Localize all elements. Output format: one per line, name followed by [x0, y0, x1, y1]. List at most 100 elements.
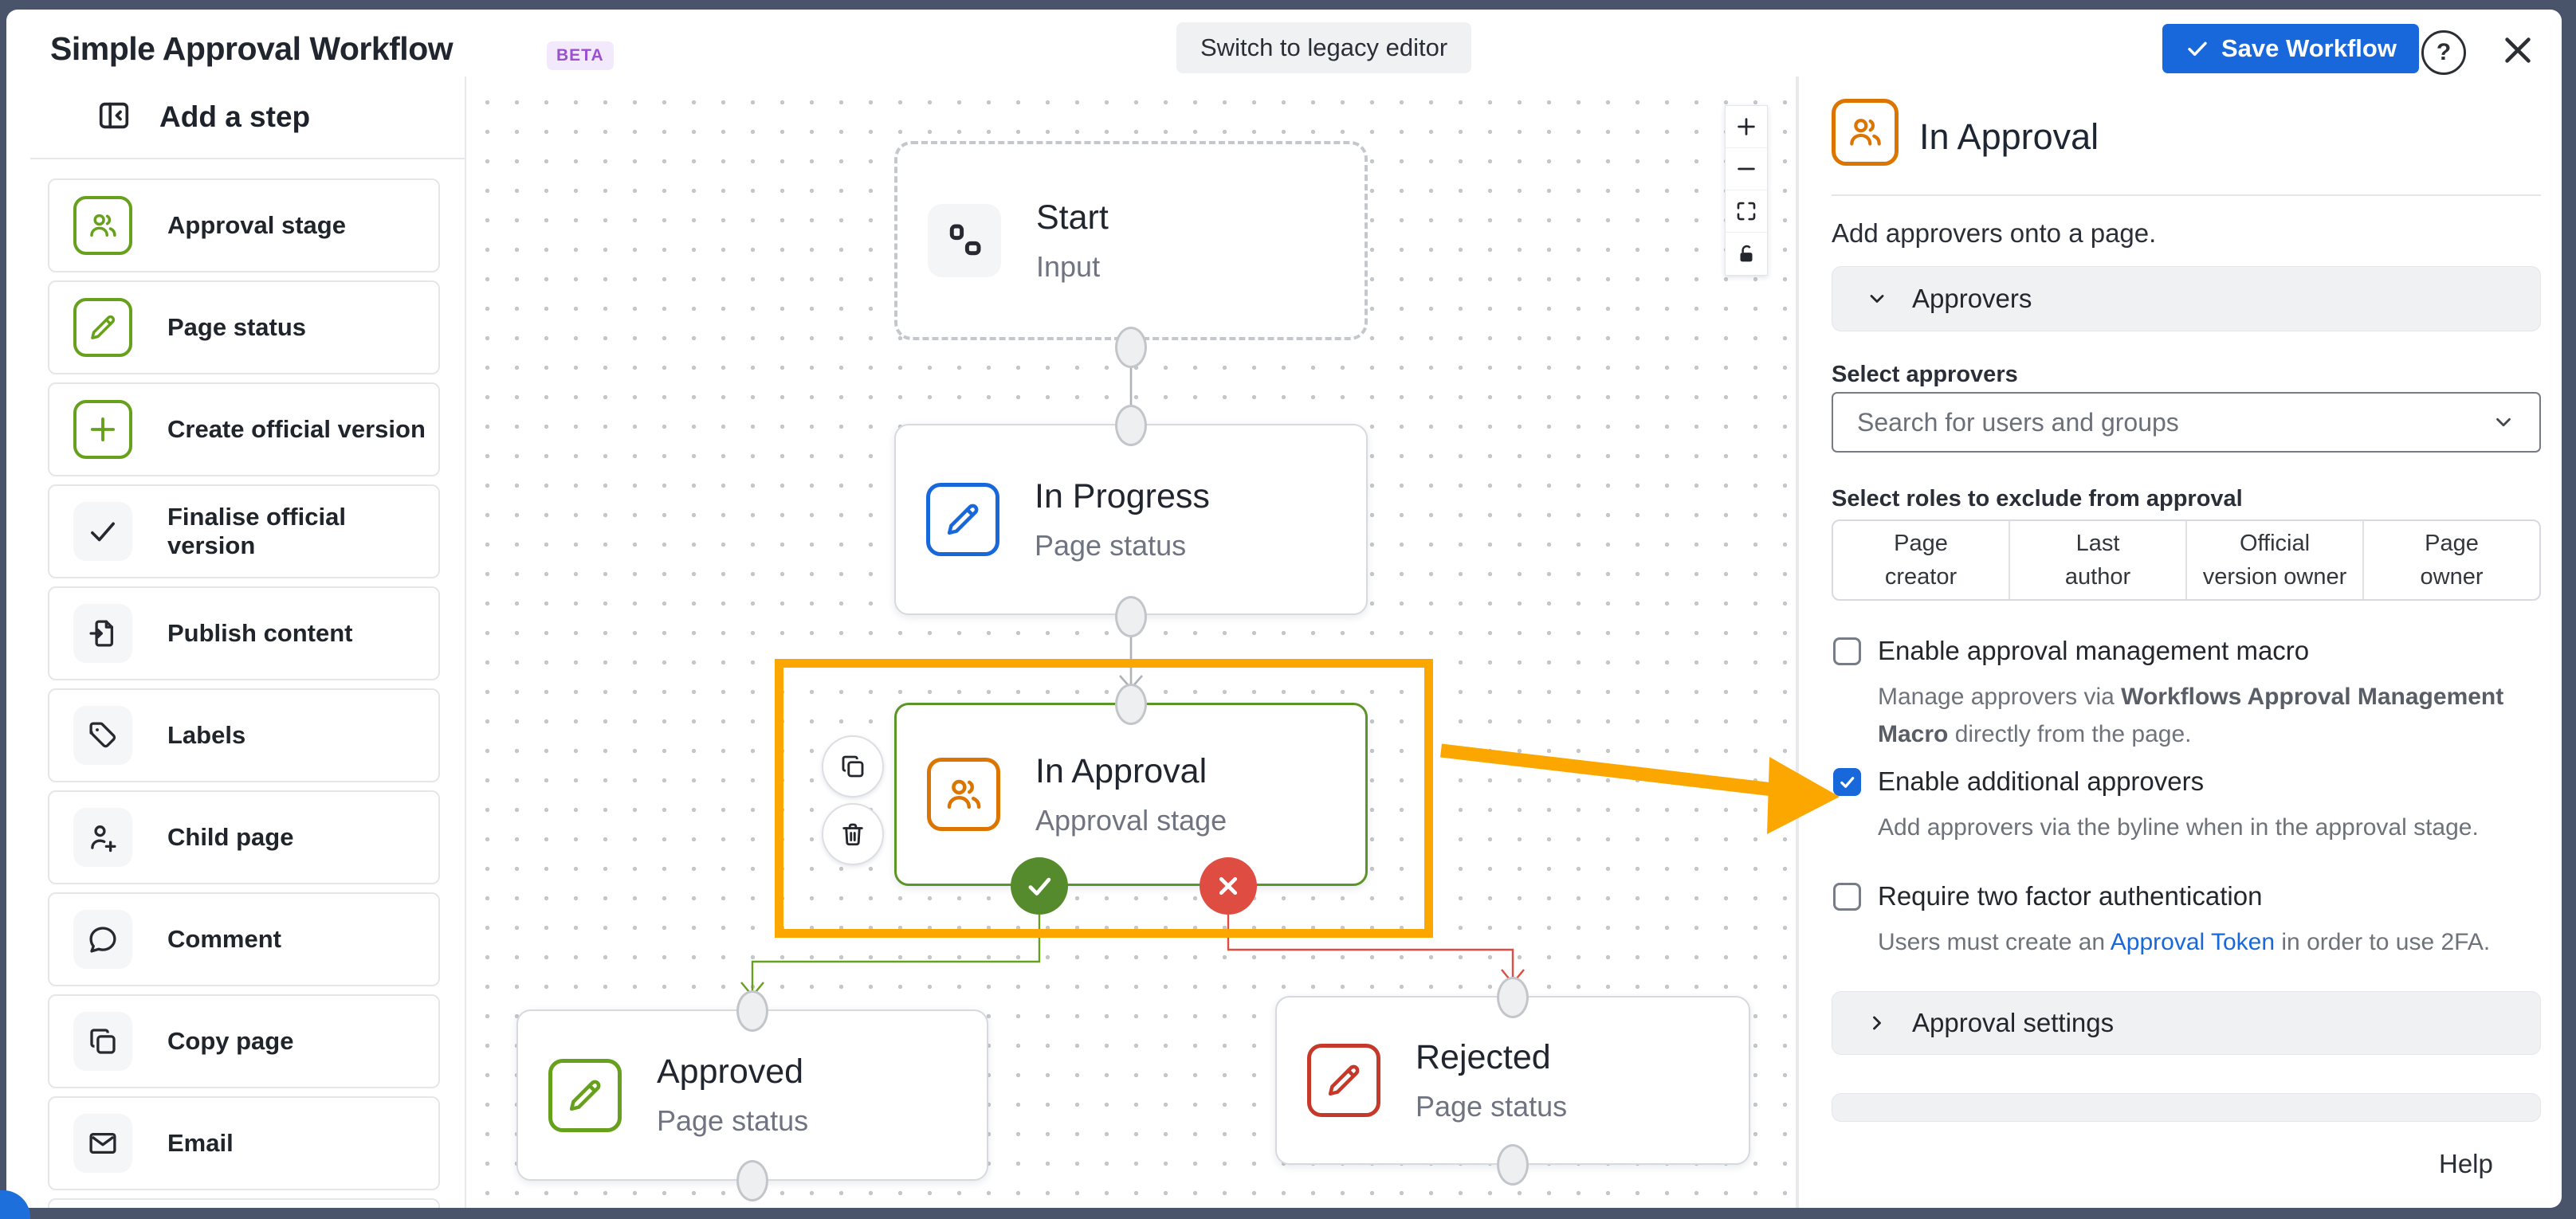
panel-divider-line — [1832, 194, 2541, 196]
node-rejected[interactable]: Rejected Page status — [1275, 996, 1750, 1165]
people-icon — [1832, 99, 1899, 166]
sidebar-item-label: Page status — [167, 313, 307, 341]
node-subtitle: Page status — [1035, 528, 1187, 562]
save-workflow-button[interactable]: Save Workflow — [2162, 24, 2419, 73]
port-start-out[interactable] — [1115, 327, 1147, 368]
sidebar-item-copy-page[interactable]: Copy page — [48, 994, 440, 1088]
page-title: Simple Approval Workflow — [50, 30, 454, 67]
sidebar-item-page-status[interactable]: Page status — [48, 280, 440, 374]
approval-settings-toggle[interactable]: Approval settings — [1832, 991, 2541, 1055]
sidebar-item-child-page[interactable]: Child page — [48, 790, 440, 884]
node-in-approval[interactable]: In Approval Approval stage — [894, 703, 1368, 886]
chevron-down-icon — [1870, 295, 1884, 303]
zoom-in-button[interactable] — [1726, 106, 1767, 148]
approval-token-link[interactable]: Approval Token — [2110, 929, 2276, 955]
x-icon — [1219, 876, 1238, 896]
sidebar-item-label: Create official version — [167, 415, 426, 443]
canvas-controls — [1725, 105, 1768, 276]
checkbox-row-two-factor: Require two factor authentication Users … — [1833, 881, 2550, 978]
people-icon — [927, 758, 1000, 831]
approve-output-handle[interactable] — [1011, 857, 1068, 915]
checkbox-description: Users must create an Approval Token in o… — [1878, 929, 2491, 955]
two-factor-checkbox[interactable] — [1833, 883, 1861, 911]
role-page-creator[interactable]: Page creator — [1833, 521, 2010, 599]
zoom-out-button[interactable] — [1726, 148, 1767, 190]
node-title: In Progress — [1035, 476, 1210, 515]
sidebar-item-labels[interactable]: Labels — [48, 688, 440, 782]
workflow-icon — [928, 204, 1001, 277]
node-title: Rejected — [1416, 1037, 1551, 1076]
additional-approvers-checkbox[interactable] — [1833, 768, 1861, 796]
node-start[interactable]: Start Input — [894, 141, 1368, 340]
checkbox-row-additional-approvers: Enable additional approvers Add approver… — [1833, 766, 2550, 864]
workflow-editor-modal: Simple Approval Workflow BETA Switch to … — [6, 10, 2562, 1208]
port-rejected-in[interactable] — [1497, 977, 1529, 1018]
chevron-down-icon — [2496, 417, 2511, 427]
node-subtitle: Page status — [657, 1104, 809, 1137]
checkbox-description: Add approvers via the byline when in the… — [1878, 814, 2479, 841]
port-approved-in[interactable] — [736, 990, 768, 1032]
panel-description: Add approvers onto a page. — [1832, 218, 2157, 248]
port-in-progress-in[interactable] — [1115, 405, 1147, 446]
sidebar-divider — [30, 158, 465, 159]
publish-content-icon — [73, 604, 132, 663]
port-rejected-out[interactable] — [1497, 1144, 1529, 1186]
pencil-icon — [926, 483, 999, 556]
port-in-approval-in[interactable] — [1115, 684, 1147, 725]
checkbox-label[interactable]: Require two factor authentication — [1878, 881, 2263, 911]
check-icon — [1028, 877, 1051, 896]
node-title: Approved — [657, 1052, 804, 1091]
roles-segmented-group: Page creator Last author Official versio… — [1832, 519, 2541, 601]
panel-divider — [1796, 76, 1797, 1208]
approvers-section-toggle[interactable]: Approvers — [1832, 266, 2541, 331]
checkbox-label[interactable]: Enable additional approvers — [1878, 766, 2205, 796]
role-official-version-owner[interactable]: Official version owner — [2187, 521, 2364, 599]
approvers-section-label: Approvers — [1912, 284, 2032, 313]
comment-icon — [73, 910, 132, 969]
role-page-owner[interactable]: Page owner — [2420, 530, 2484, 590]
lock-button[interactable] — [1726, 233, 1767, 275]
sidebar-item-finalise-official-version[interactable]: Finalise official version — [48, 484, 440, 578]
role-last-author[interactable]: Last author — [2010, 521, 2187, 599]
sidebar-title: Add a step — [159, 100, 311, 133]
collapse-panel-icon[interactable] — [96, 97, 132, 134]
sidebar-item-create-official-version[interactable]: Create official version — [48, 382, 440, 476]
sidebar-item-label: Finalise official version — [167, 503, 346, 559]
approvers-select-placeholder: Search for users and groups — [1857, 407, 2179, 437]
checkbox-label[interactable]: Enable approval management macro — [1878, 636, 2310, 665]
help-icon[interactable]: ? — [2421, 30, 2466, 75]
copy-icon — [73, 1012, 132, 1071]
switch-legacy-editor-button[interactable]: Switch to legacy editor — [1176, 22, 1472, 73]
port-in-progress-out[interactable] — [1115, 596, 1147, 637]
sidebar-item-comment[interactable]: Comment — [48, 892, 440, 986]
pencil-icon — [1307, 1044, 1380, 1117]
sidebar-item-partial[interactable] — [48, 1198, 440, 1208]
port-approved-out[interactable] — [736, 1160, 768, 1201]
sidebar-item-label: Labels — [167, 721, 246, 749]
sidebar-item-label: Email — [167, 1129, 234, 1157]
close-icon[interactable] — [2499, 32, 2536, 69]
approval-macro-checkbox[interactable] — [1833, 637, 1861, 665]
envelope-icon — [73, 1114, 132, 1173]
panel-title: In Approval — [1919, 116, 2099, 157]
fit-view-button[interactable] — [1726, 190, 1767, 233]
sidebar-item-approval-stage[interactable]: Approval stage — [48, 178, 440, 272]
help-link[interactable]: Help — [2439, 1149, 2493, 1178]
sidebar-item-publish-content[interactable]: Publish content — [48, 586, 440, 680]
reject-output-handle[interactable] — [1200, 857, 1257, 915]
delete-node-button[interactable] — [822, 803, 884, 865]
sidebar-item-label: Approval stage — [167, 211, 346, 239]
sidebar-item-label: Publish content — [167, 619, 353, 647]
collapsed-section-partial[interactable] — [1832, 1093, 2541, 1122]
selection-highlight — [775, 659, 1433, 938]
check-icon — [73, 502, 132, 561]
sidebar-item-label: Comment — [167, 925, 281, 953]
sidebar-item-label: Child page — [167, 823, 294, 851]
sidebar-item-email[interactable]: Email — [48, 1096, 440, 1190]
approvers-select[interactable]: Search for users and groups — [1832, 392, 2541, 453]
node-subtitle: Page status — [1416, 1089, 1568, 1123]
pencil-icon — [73, 298, 132, 357]
node-approved[interactable]: Approved Page status — [516, 1009, 988, 1181]
node-in-progress[interactable]: In Progress Page status — [894, 424, 1368, 615]
duplicate-node-button[interactable] — [822, 735, 884, 798]
